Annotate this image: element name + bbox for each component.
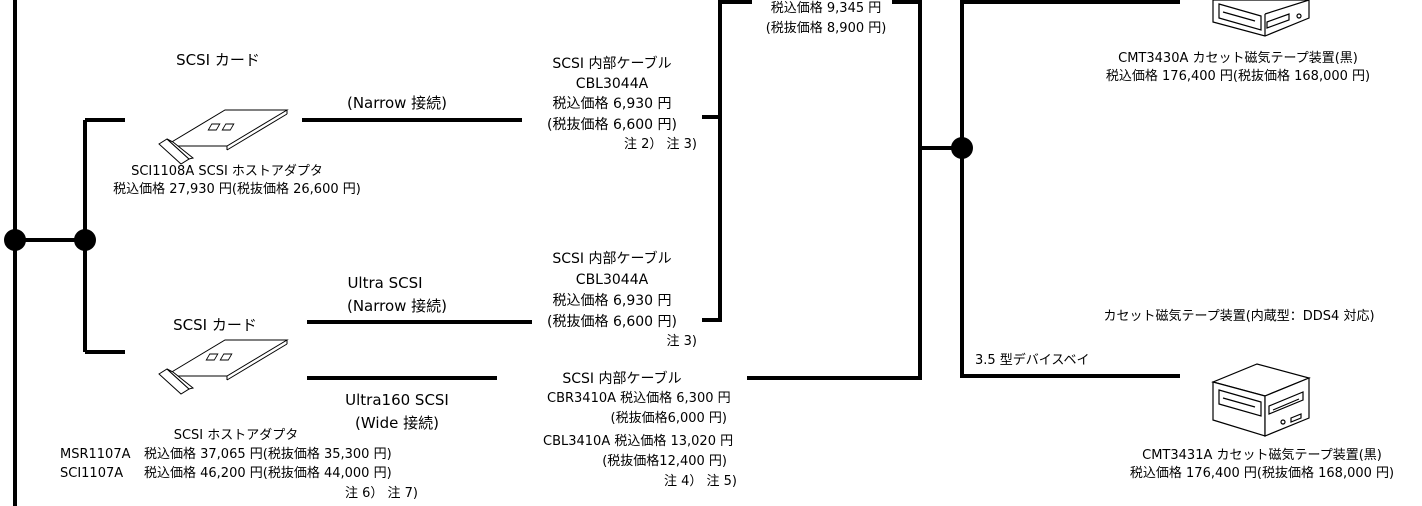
cable1-price: 税込価格 6,930 円: [552, 96, 672, 112]
cable2-notes: 注 3): [666, 334, 697, 349]
cable2-price: 税込価格 6,930 円: [552, 293, 672, 309]
cable3-row1: CBR3410A 税込価格 6,300 円: [547, 391, 731, 406]
cable3-row2: CBL3410A 税込価格 13,020 円: [543, 434, 734, 449]
cable1-title: SCSI 内部ケーブル: [552, 56, 672, 72]
card1-model: SCI1108A SCSI ホストアダプタ: [131, 164, 323, 179]
conn3-line2: (Wide 接続): [355, 414, 439, 432]
bay-header: カセット磁気テープ装置(内蔵型：DDS4 対応): [1103, 309, 1375, 324]
card1-price: 税込価格 27,930 円(税抜価格 26,600 円): [113, 182, 361, 197]
card2-row1-price: 税込価格 37,065 円(税抜価格 35,300 円): [144, 447, 392, 462]
tape2-price: 税込価格 176,400 円(税抜価格 168,000 円): [1129, 466, 1395, 481]
cable3-title: SCSI 内部ケーブル: [562, 371, 682, 387]
card2-name: SCSI ホストアダプタ: [173, 428, 299, 443]
card1-title: SCSI カード: [176, 51, 260, 69]
scsi-card-2-icon: [158, 339, 289, 395]
cable3-row1-ex: (税抜価格6,000 円): [610, 411, 728, 426]
cable2-title: SCSI 内部ケーブル: [552, 251, 672, 267]
cable1-notes: 注 2） 注 3): [623, 137, 697, 152]
card2-row2-model: SCI1107A: [60, 466, 124, 481]
tape-drive-2-icon: [1211, 363, 1311, 437]
top-cable-price: 税込価格 9,345 円: [770, 1, 882, 16]
junction-dot-right: [951, 137, 973, 159]
cable3-row2-ex: (税抜価格12,400 円): [602, 454, 727, 469]
tape1-price: 税込価格 176,400 円(税抜価格 168,000 円): [1105, 69, 1371, 84]
tape-drive-1-icon: [1212, 0, 1310, 37]
cable2-model: CBL3044A: [575, 272, 649, 288]
cable1-model: CBL3044A: [575, 76, 649, 92]
conn2-line2: (Narrow 接続): [346, 297, 448, 315]
card2-row1-model: MSR1107A: [60, 447, 131, 462]
top-cable-price-ex: (税抜価格 8,900 円): [765, 21, 887, 36]
scsi-card-1-icon: [158, 109, 289, 165]
card2-notes: 注 6） 注 7): [344, 486, 418, 501]
cable3-notes: 注 4） 注 5): [663, 474, 737, 489]
conn2-line1: Ultra SCSI: [347, 274, 423, 292]
conn1-label: (Narrow 接続): [346, 94, 448, 112]
tape1-model: CMT3430A カセット磁気テープ装置(黒): [1118, 51, 1358, 66]
card2-row2-price: 税込価格 46,200 円(税抜価格 44,000 円): [144, 466, 392, 481]
junction-dot-split: [74, 229, 96, 251]
bay-label: 3.5 型デバイスベイ: [975, 353, 1090, 368]
junction-dot-trunk: [4, 229, 26, 251]
tape2-model: CMT3431A カセット磁気テープ装置(黒): [1142, 448, 1382, 463]
card2-title: SCSI カード: [173, 316, 257, 334]
cable1-price-ex: (税抜価格 6,600 円): [547, 117, 677, 133]
conn3-line1: Ultra160 SCSI: [345, 391, 449, 409]
cable2-price-ex: (税抜価格 6,600 円): [547, 314, 677, 330]
